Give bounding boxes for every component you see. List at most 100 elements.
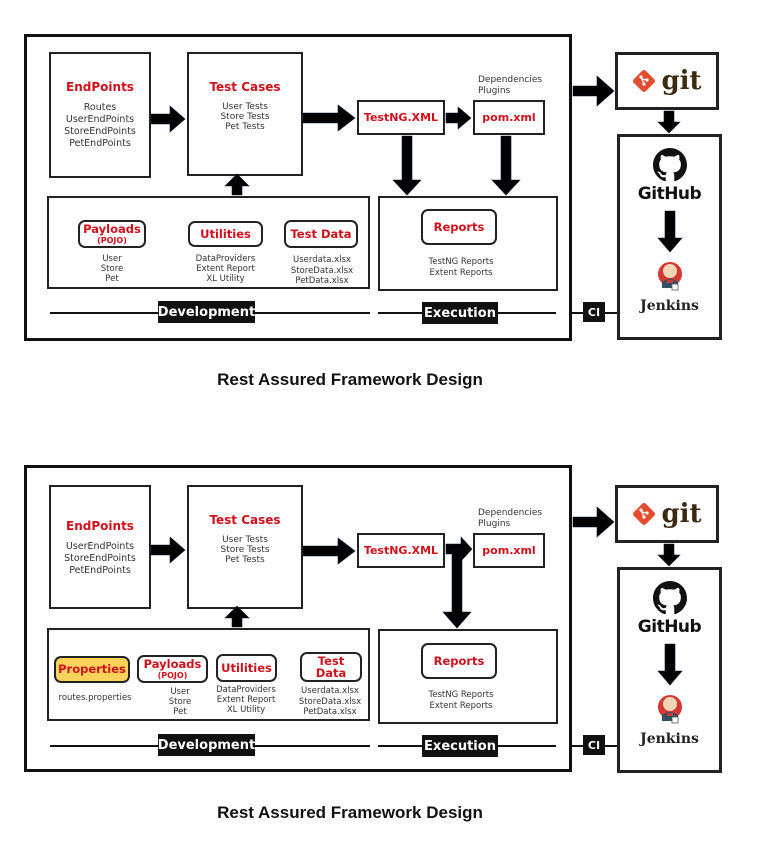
utilities-items: DataProviders Extent Report XL Utility bbox=[200, 685, 292, 715]
list-item: Routes bbox=[83, 102, 117, 113]
list-item: Store bbox=[168, 697, 192, 707]
reports-title: Reports bbox=[433, 219, 485, 234]
test-cases-title: Test Cases bbox=[209, 80, 281, 94]
arrow-frame-to-git bbox=[572, 75, 615, 107]
list-item: Extent Reports bbox=[429, 701, 493, 711]
list-item: Extent Reports bbox=[429, 268, 493, 278]
reports-items: TestNG Reports Extent Reports bbox=[401, 257, 521, 279]
endpoints-box: EndPoints Routes UserEndPoints StoreEndP… bbox=[49, 52, 151, 178]
list-item: DataProviders bbox=[195, 254, 256, 264]
execution-label: Execution bbox=[422, 735, 498, 757]
test-cases-box: Test Cases User Tests Store Tests Pet Te… bbox=[187, 52, 303, 176]
endpoints-title: EndPoints bbox=[66, 80, 134, 94]
list-item: StoreData.xlsx bbox=[290, 265, 354, 276]
pom-xml-box: pom.xml bbox=[473, 100, 545, 135]
test-data-items: Userdata.xlsx StoreData.xlsx PetData.xls… bbox=[282, 255, 362, 287]
list-item: Store Tests bbox=[220, 112, 270, 122]
pom-xml-box: pom.xml bbox=[473, 533, 545, 568]
payloads-subtitle: (POJO) bbox=[97, 236, 127, 245]
list-item: XL Utility bbox=[206, 274, 245, 284]
jenkins-logo-icon bbox=[658, 262, 682, 291]
ci-tools-box bbox=[617, 567, 722, 773]
test-data-title: Test Data bbox=[290, 226, 352, 241]
utilities-pill: Utilities bbox=[188, 221, 263, 247]
endpoints-box: EndPoints UserEndPoints StoreEndPoints P… bbox=[49, 485, 151, 609]
test-data-title-line: Test bbox=[317, 654, 345, 668]
git-label: git bbox=[661, 66, 702, 96]
test-cases-box: Test Cases User Tests Store Tests Pet Te… bbox=[187, 485, 303, 609]
utilities-title: Utilities bbox=[200, 226, 251, 241]
github-logo-icon bbox=[653, 148, 687, 182]
git-box: git bbox=[615, 52, 719, 110]
pom-xml-title: pom.xml bbox=[482, 544, 536, 557]
test-cases-items: User Tests Store Tests Pet Tests bbox=[189, 102, 301, 132]
testng-xml-title: TestNG.XML bbox=[363, 111, 439, 124]
list-item: XL Utility bbox=[226, 705, 266, 715]
payloads-items: User Store Pet bbox=[150, 687, 210, 717]
list-item: routes.properties bbox=[58, 693, 132, 703]
payloads-subtitle: (POJO) bbox=[157, 671, 188, 680]
list-item: UserEndPoints bbox=[65, 114, 135, 125]
github-label: GitHub bbox=[637, 617, 702, 637]
reports-pill: Reports bbox=[421, 209, 497, 245]
payloads-title: Payloads bbox=[143, 657, 202, 671]
pom-note: Plugins bbox=[478, 86, 511, 96]
github-logo-icon bbox=[653, 581, 687, 615]
list-item: User bbox=[102, 254, 122, 264]
list-item: StoreEndPoints bbox=[64, 553, 136, 564]
development-label: Development bbox=[158, 734, 255, 756]
pom-note: Dependencies bbox=[478, 75, 543, 85]
reports-title: Reports bbox=[433, 653, 485, 668]
testng-xml-box: TestNG.XML bbox=[357, 100, 445, 135]
test-cases-title: Test Cases bbox=[209, 513, 281, 527]
list-item: User Tests bbox=[222, 102, 268, 112]
git-logo-icon bbox=[633, 503, 656, 525]
list-item: PetEndPoints bbox=[69, 565, 131, 576]
list-item: TestNG Reports bbox=[428, 690, 494, 700]
endpoints-title: EndPoints bbox=[66, 519, 134, 533]
list-item: TestNG Reports bbox=[428, 257, 494, 267]
list-item: PetEndPoints bbox=[69, 138, 131, 149]
test-data-items: Userdata.xlsx StoreData.xlsx PetData.xls… bbox=[290, 686, 370, 718]
properties-pill: Properties bbox=[54, 656, 130, 683]
reports-items: TestNG Reports Extent Reports bbox=[401, 690, 521, 712]
jenkins-logo-icon bbox=[658, 695, 682, 724]
test-data-pill: Test Data bbox=[284, 220, 358, 248]
list-item: Extent Report bbox=[196, 264, 255, 274]
jenkins-label: Jenkins bbox=[640, 298, 699, 314]
test-cases-items: User Tests Store Tests Pet Tests bbox=[189, 535, 301, 565]
payloads-pill: Payloads (POJO) bbox=[137, 655, 208, 683]
git-label: git bbox=[661, 499, 702, 529]
list-item: Pet Tests bbox=[225, 555, 265, 565]
git-box: git bbox=[615, 485, 719, 543]
payloads-items: User Store Pet bbox=[78, 254, 146, 284]
utilities-title: Utilities bbox=[221, 660, 272, 675]
list-item: Extent Report bbox=[216, 695, 276, 705]
list-item: Pet bbox=[105, 274, 119, 284]
git-logo-icon bbox=[633, 70, 656, 92]
list-item: DataProviders bbox=[216, 685, 276, 695]
endpoints-items: UserEndPoints StoreEndPoints PetEndPoint… bbox=[51, 541, 149, 577]
list-item: Userdata.xlsx bbox=[301, 686, 359, 696]
diagram-caption: Rest Assured Framework Design bbox=[217, 803, 483, 822]
ci-label: CI bbox=[583, 302, 605, 322]
pom-note: Dependencies bbox=[478, 508, 543, 518]
test-data-pill: Test Data bbox=[300, 652, 362, 682]
utilities-pill: Utilities bbox=[216, 654, 277, 682]
arrow-git-to-github bbox=[657, 110, 681, 134]
list-item: Store bbox=[100, 264, 124, 274]
list-item: User Tests bbox=[222, 535, 268, 545]
payloads-title: Payloads bbox=[83, 222, 141, 236]
testng-xml-title: TestNG.XML bbox=[363, 544, 439, 557]
test-data-title-line: Data bbox=[315, 666, 347, 680]
jenkins-label: Jenkins bbox=[640, 731, 699, 747]
github-label: GitHub bbox=[637, 184, 702, 204]
arrow-frame-to-git bbox=[572, 506, 615, 538]
list-item: PetData.xlsx bbox=[303, 707, 357, 717]
list-item: Userdata.xlsx bbox=[293, 255, 351, 265]
execution-label: Execution bbox=[422, 302, 498, 324]
list-item: User bbox=[170, 687, 190, 697]
list-item: UserEndPoints bbox=[65, 541, 135, 552]
pom-note: Plugins bbox=[478, 519, 511, 529]
reports-pill: Reports bbox=[421, 643, 497, 679]
